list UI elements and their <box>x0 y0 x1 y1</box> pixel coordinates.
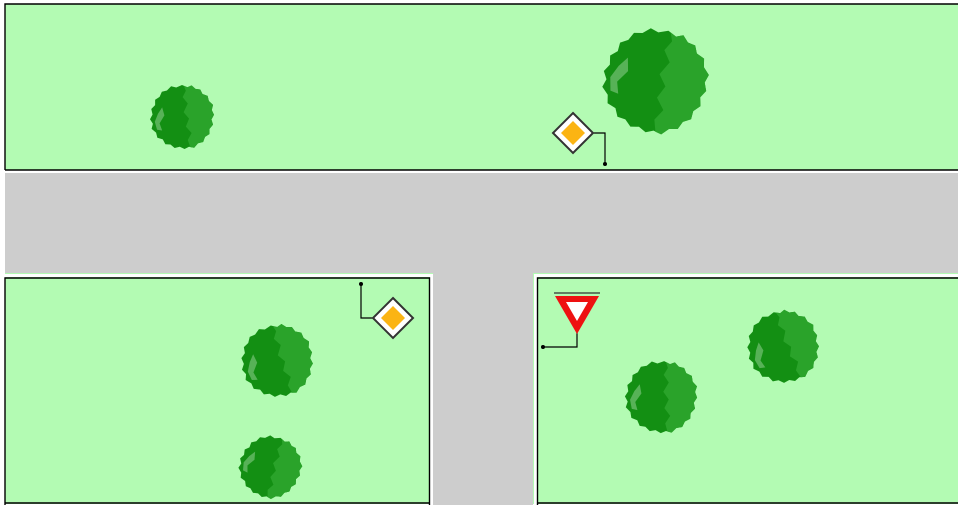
sign-pole-base <box>359 282 363 286</box>
sign-pole-base <box>603 162 607 166</box>
sign-pole-base <box>541 345 545 349</box>
horizontal-road <box>5 173 958 273</box>
vertical-road <box>433 271 533 505</box>
